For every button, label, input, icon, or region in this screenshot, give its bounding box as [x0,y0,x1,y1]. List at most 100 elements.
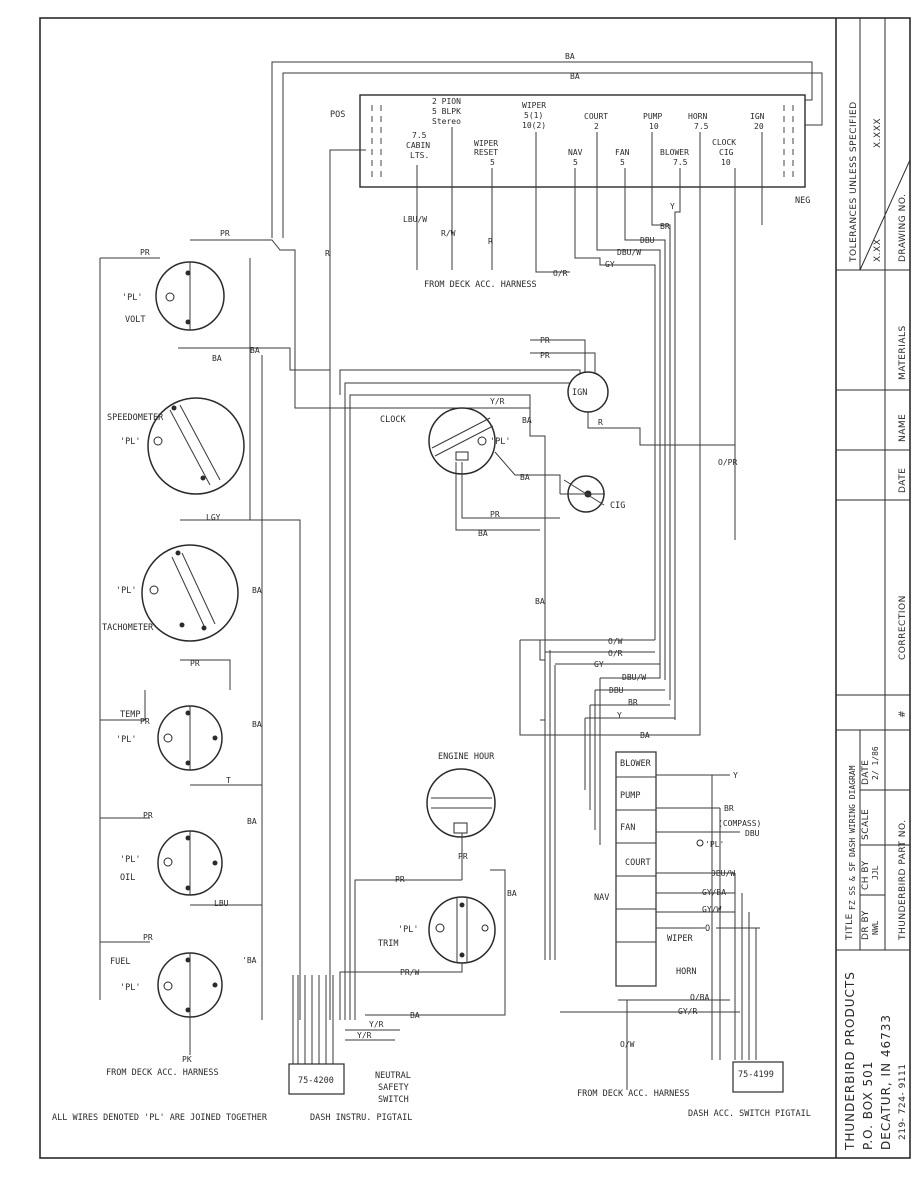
switch-fan: FAN [620,823,635,833]
trim-pl: 'PL' [398,925,418,935]
switch-pump: PUMP [620,791,640,801]
wiper-fuse-3: 10(2) [522,121,546,130]
phone: 219- 724- 9111 [898,1064,908,1140]
wire-label-ba-tach: BA [252,586,262,595]
tolerance-xxx: X.XXX [873,118,883,148]
neg-label: NEG [795,196,810,206]
wiper-fuse-2: 5(1) [524,111,543,120]
switch-bank: BLOWER PUMP FAN COURT NAV WIPER HORN Y B… [560,751,761,1099]
tachometer-label: TACHOMETER [102,623,154,633]
wiper-reset-fuse-2: RESET [474,148,498,157]
clock-cig-fuse-1: CLOCK [712,138,736,147]
oil-label: OIL [120,873,135,883]
wire-label-gy-mid: GY [594,660,604,669]
dash-instru-label: DASH INSTRU. PIGTAIL [310,1113,412,1123]
trim-label: TRIM [378,939,398,949]
clock-cig-fuse-2: CIG [719,148,734,157]
blower-fuse-2: 7.5 [673,158,688,167]
wire-label-lbu-w: LBU/W [403,215,427,224]
from-deck-top: FROM DECK ACC. HARNESS [424,280,537,290]
wire-label-lgy: LGY [206,513,221,522]
wire-label-y-mid: Y [617,711,622,720]
wire-label-br-mid: BR [628,698,638,707]
speedometer-label: SPEEDOMETER [107,413,164,423]
wire-label-pk: PK [182,1055,192,1064]
blower-fuse-1: BLOWER [660,148,689,157]
wire-label-pr-w: PR/W [400,968,419,977]
title-text: FZ SS & SF DASH WIRING DIAGRAM [848,765,857,910]
left-gauge-rails: PR PR BA BA LGY BA PR PR BA T PR BA LBU … [99,229,530,1064]
cig-label: CIG [610,501,625,511]
trim-gauge: 'PL' TRIM PR BA BA PR/W Y/R Y/R [339,869,517,1041]
wire-label-ba-volt2: BA [250,346,260,355]
wiper-fuse-1: WIPER [522,101,546,110]
court-fuse-2: 2 [594,122,599,131]
wire-label-ba-cig: BA [520,473,530,482]
drawing-border [39,17,911,1159]
ch-by-value: JJL [871,865,880,880]
wire-label-pr-tach: PR [190,659,200,668]
wire-label-dbu-top: DBU [640,236,655,245]
wire-label-lbu: LBU [214,899,229,908]
horn-fuse-2: 7.5 [694,122,709,131]
name-label: NAME [898,414,908,442]
wire-label-r-main: R [325,249,330,258]
correction-label: CORRECTION [898,595,908,660]
tolerance-xx: X.XX [873,239,883,262]
wire-label-y-r-1: Y/R [369,1020,384,1029]
date-label-block: DATE [861,760,871,785]
part-no-label: THUNDERBIRD PART NO. [898,819,908,941]
switch-nav: NAV [594,893,609,903]
wire-label-pr-trim: PR [395,875,405,884]
dr-by-value: NWL [871,920,880,935]
wire-label-ba-clock: BA [478,529,488,538]
wire-label-pr-engine: PR [458,852,468,861]
wire-label-y-sw: Y [733,771,738,780]
clock-gauge: 'PL' CLOCK PR BA BA [380,407,561,538]
pos-label: POS [330,110,345,120]
wire-label-r-reset: R [488,237,493,246]
volt-gauge: 'PL' VOLT [122,261,225,331]
switch-pl: 'PL' [705,840,724,849]
from-deck-left: FROM DECK ACC. HARNESS [106,1068,219,1078]
wire-label-gy-top: GY [605,260,615,269]
wire-label-o-pr: O/PR [718,458,737,467]
fuel-pl: 'PL' [120,983,140,993]
switch-wiper: WIPER [667,934,693,944]
ign-switch: IGN [567,371,609,413]
clock-pl: 'PL' [490,437,510,447]
volt-pl: 'PL' [122,293,142,303]
title-block: TOLERANCES UNLESS SPECIFIED X.XX X.XXX D… [836,18,911,1151]
wire-label-pr-temp: PR [140,717,150,726]
wire-label-r-ign: R [598,418,603,427]
cabin-fuse-2: CABIN [406,141,430,150]
nav-fuse-1: NAV [568,148,583,157]
dr-by-label: DR BY [861,910,871,940]
right-rails: O/W O/R GY DBU/W DBU BR Y BA [519,637,700,960]
oil-pl: 'PL' [120,855,140,865]
date-value: 2/ 1/86 [871,746,880,780]
company-name: THUNDERBIRD PRODUCTS [843,971,857,1151]
neutral-2: SAFETY [378,1083,409,1093]
wire-label-y-r-2: Y/R [357,1031,372,1040]
wire-label-ba-center: BA [535,597,545,606]
wire-label-ba-mid: BA [640,731,650,740]
fan-fuse-1: FAN [615,148,630,157]
tolerances-label: TOLERANCES UNLESS SPECIFIED [849,101,859,263]
clock-label: CLOCK [380,415,406,425]
wire-label-pr-volt: PR [140,248,150,257]
wire-label-br-top: BR [660,222,670,231]
temp-gauge: 'PL' TEMP [116,705,223,771]
tachometer-gauge: 'PL' TACHOMETER [102,544,239,642]
stereo-fuse-1: 2 PION [432,97,461,106]
wire-label-ba-volt: BA [212,354,222,363]
wire-label-o-sw: O [705,924,710,934]
title-label: TITLE [845,913,855,941]
wire-label-dbu-w-sw: DBU/W [711,869,735,878]
wire-label-ba-top1: BA [565,52,575,61]
cabin-fuse-3: LTS. [410,151,429,160]
fuel-gauge: 'PL' FUEL [110,952,223,1018]
wire-label-pr-volt2: PR [220,229,230,238]
hash-label: # [898,710,908,718]
